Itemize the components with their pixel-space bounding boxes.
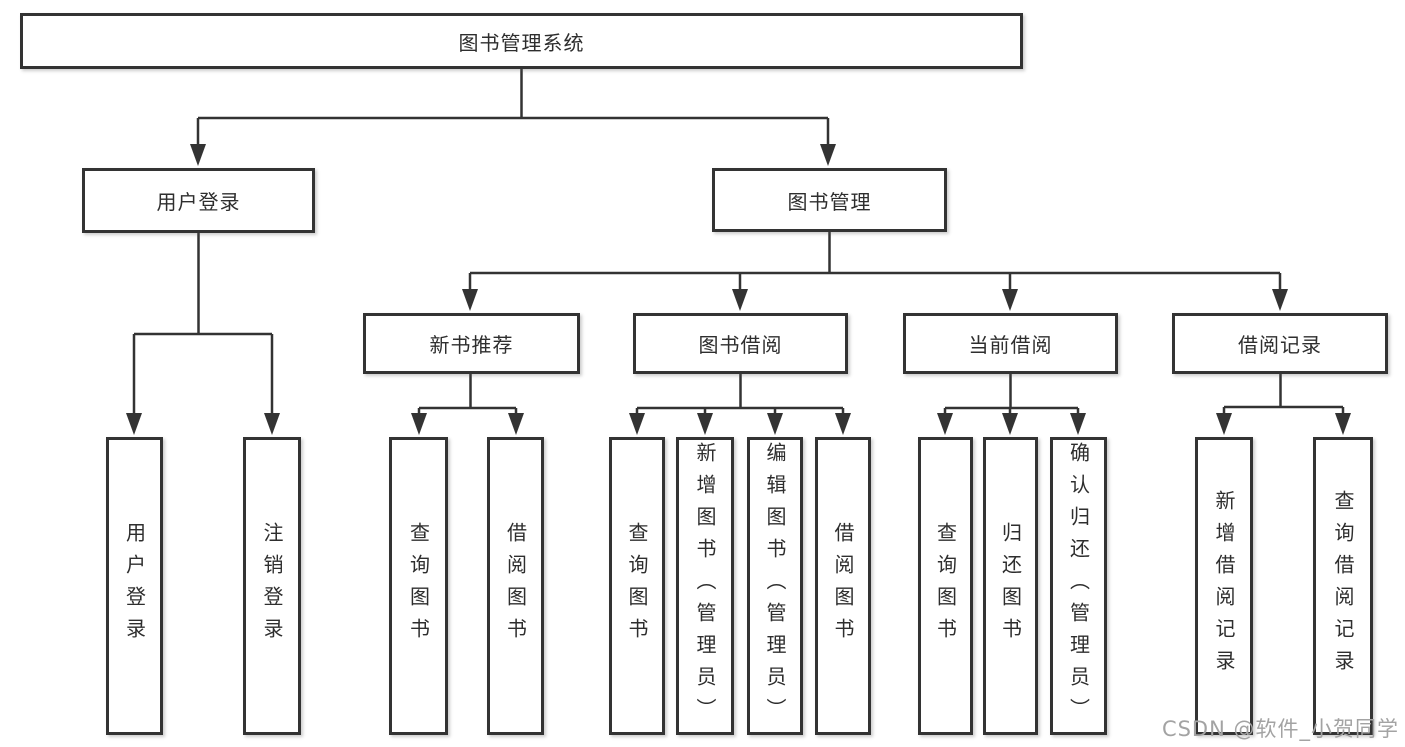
leaf-bb-add-books-admin-label: 新增图书（管理员） — [693, 442, 717, 730]
leaf-cb-query-books-label: 查询图书 — [933, 522, 958, 650]
node-book-management: 图书管理 — [712, 168, 947, 232]
leaf-br-query-record-label: 查询借阅记录 — [1331, 490, 1355, 682]
leaf-logout-label: 注销登录 — [260, 522, 284, 650]
leaf-br-add-record: 新增借阅记录 — [1195, 437, 1253, 735]
leaf-cb-query-books: 查询图书 — [918, 437, 973, 735]
leaf-cb-confirm-return-admin-label: 确认归还（管理员） — [1066, 442, 1091, 730]
edge-borrowrecord-to-leaves — [1222, 374, 1345, 417]
leaf-cb-return-books-label: 归还图书 — [998, 522, 1023, 650]
edge-bookborrow-to-leaves — [635, 374, 845, 417]
edge-bookmgmt-to-level3 — [468, 232, 1282, 293]
node-borrowing-records: 借阅记录 — [1172, 313, 1388, 374]
csdn-watermark: CSDN @软件_小贺同学 — [1161, 717, 1399, 741]
leaf-bb-borrow-books: 借阅图书 — [815, 437, 871, 735]
leaf-nb-borrow-books-label: 借阅图书 — [503, 522, 528, 650]
edge-userlogin-to-leaves — [132, 233, 274, 417]
leaf-bb-borrow-books-label: 借阅图书 — [831, 522, 855, 650]
node-root-system: 图书管理系统 — [20, 13, 1023, 69]
edge-newbookrec-to-leaves — [417, 374, 518, 417]
leaf-user-login: 用户登录 — [106, 437, 163, 735]
leaf-br-add-record-label: 新增借阅记录 — [1212, 490, 1236, 682]
leaf-bb-edit-books-admin: 编辑图书（管理员） — [747, 437, 803, 735]
node-new-book-recommend: 新书推荐 — [363, 313, 580, 374]
leaf-logout: 注销登录 — [243, 437, 301, 735]
node-user-login: 用户登录 — [82, 168, 315, 233]
edge-root-to-level2 — [196, 69, 830, 148]
leaf-nb-query-books-label: 查询图书 — [406, 522, 431, 650]
leaf-cb-return-books: 归还图书 — [983, 437, 1038, 735]
leaf-bb-add-books-admin: 新增图书（管理员） — [676, 437, 734, 735]
node-book-borrowing: 图书借阅 — [633, 313, 848, 374]
edge-currentborrow-to-leaves — [943, 374, 1080, 417]
node-current-borrowing: 当前借阅 — [903, 313, 1118, 374]
leaf-cb-confirm-return-admin: 确认归还（管理员） — [1050, 437, 1107, 735]
leaf-br-query-record: 查询借阅记录 — [1313, 437, 1373, 735]
leaf-bb-query-books-label: 查询图书 — [625, 522, 649, 650]
leaf-bb-query-books: 查询图书 — [609, 437, 665, 735]
leaf-nb-borrow-books: 借阅图书 — [487, 437, 544, 735]
leaf-bb-edit-books-admin-label: 编辑图书（管理员） — [763, 442, 787, 730]
leaf-nb-query-books: 查询图书 — [389, 437, 448, 735]
leaf-user-login-label: 用户登录 — [122, 522, 147, 650]
